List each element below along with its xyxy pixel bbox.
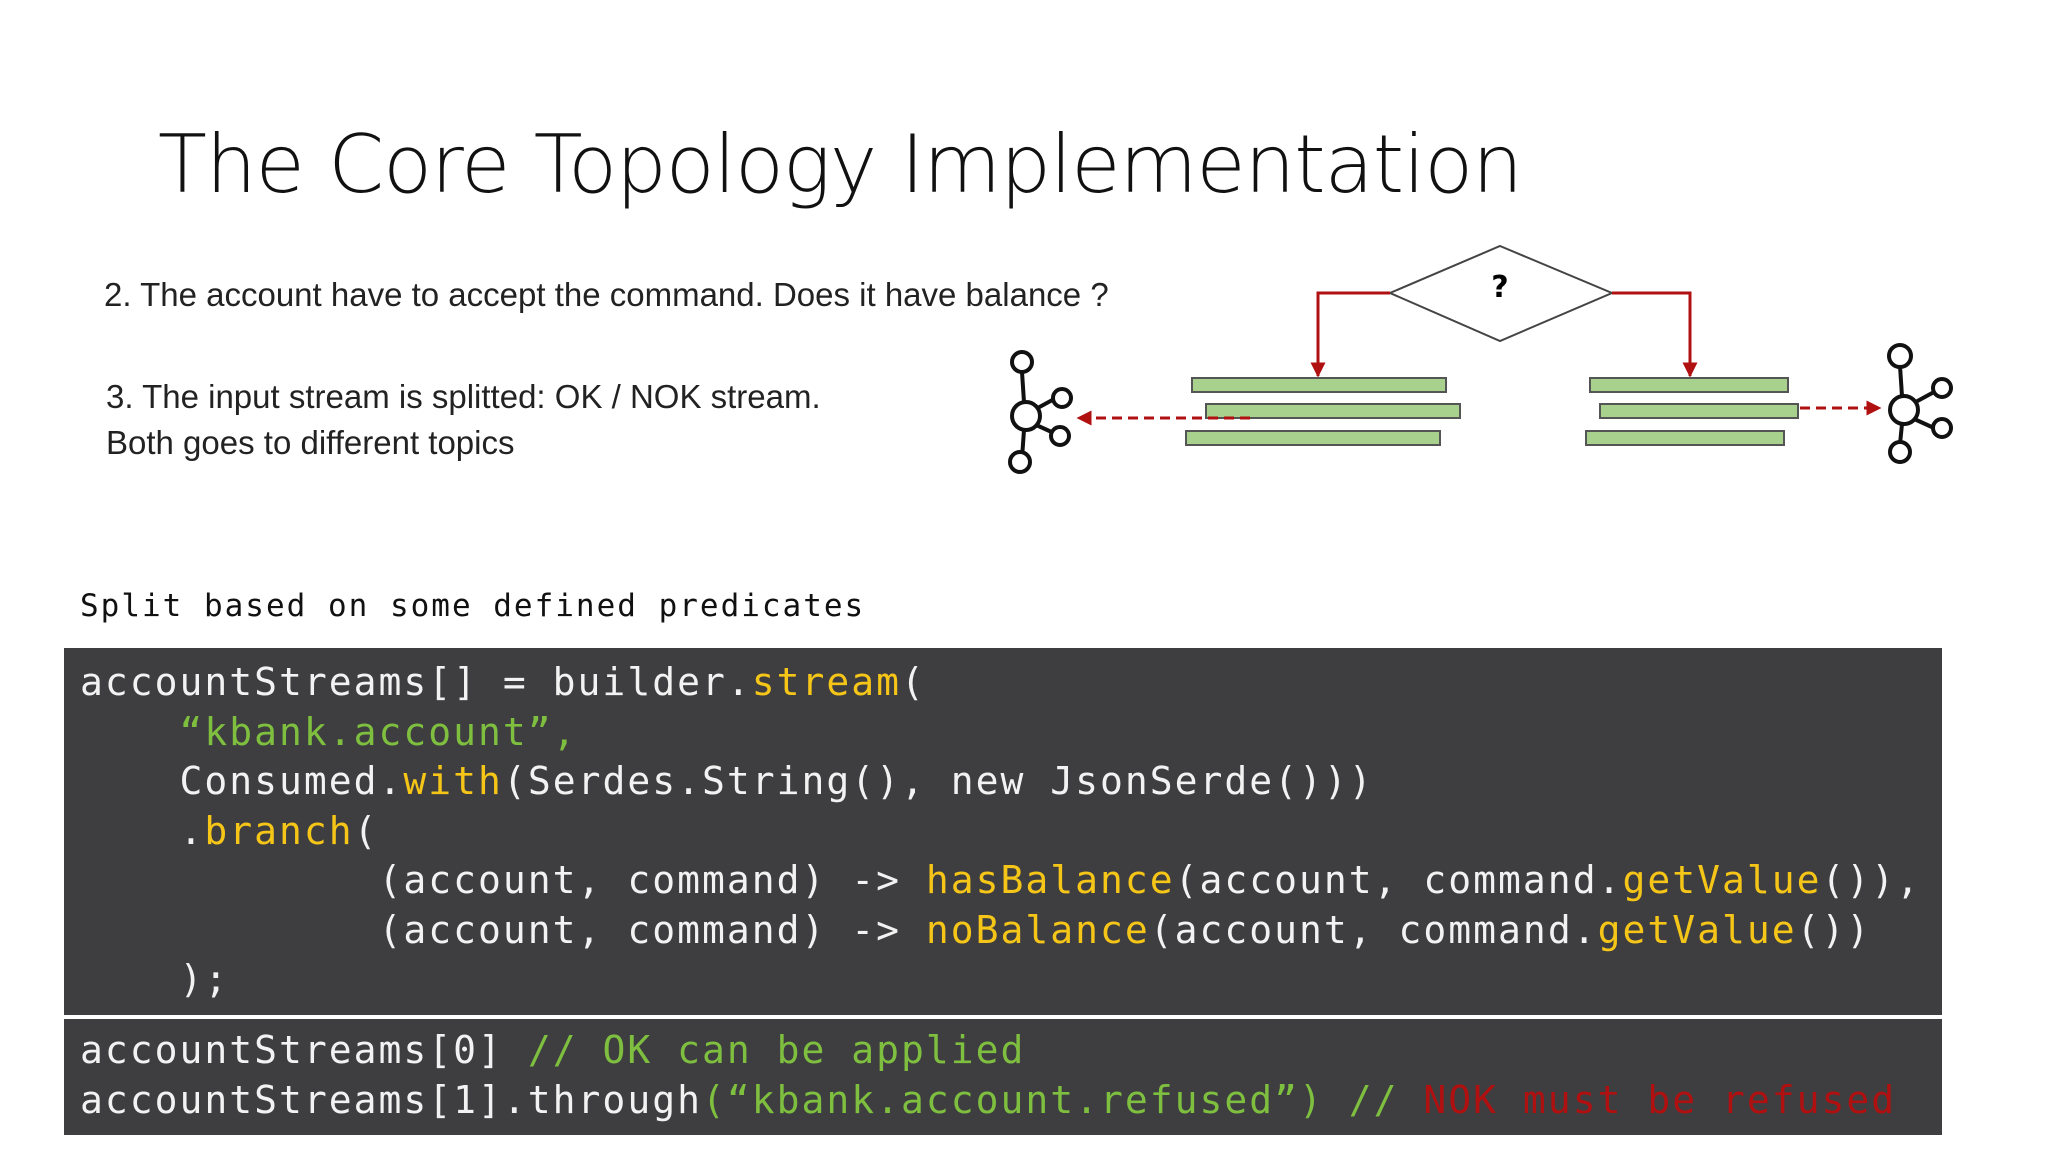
- branch-diagram: ?: [1008, 244, 1953, 474]
- code-token: .: [80, 808, 205, 853]
- point-3: 3. The input stream is splitted: OK / NO…: [106, 374, 821, 466]
- code-token: with: [403, 759, 503, 803]
- code-token: (account, command.: [1149, 907, 1598, 952]
- code-token: ()): [1796, 907, 1872, 952]
- code-line-9: accountStreams[1].through(“kbank.account…: [80, 1075, 1942, 1125]
- kafka-topic-icon-left: [1008, 350, 1073, 474]
- kafka-topic-icon-right: [1887, 343, 1953, 464]
- code-line-1: accountStreams[] = builder.stream(: [80, 658, 1942, 708]
- code-token: (account, command.: [1174, 858, 1623, 902]
- code-token: (account, command) ->: [80, 907, 926, 952]
- code-token: accountStreams[1].through: [80, 1078, 702, 1122]
- code-line-7: );: [80, 957, 230, 1001]
- split-label: Split based on some defined predicates: [80, 588, 866, 624]
- point-2: 2. The account have to accept the comman…: [104, 276, 1109, 313]
- code-comment: //: [1323, 1078, 1424, 1122]
- code-token: accountStreams[0]: [80, 1028, 528, 1072]
- point-3-line-2: Both goes to different topics: [106, 424, 515, 461]
- code-token: Consumed.: [80, 759, 404, 803]
- stream-bars-right: [1585, 377, 1799, 446]
- code-token: accountStreams[] = builder.: [80, 660, 752, 704]
- code-token: stream: [751, 660, 901, 704]
- code-line-8: accountStreams[0] // OK can be applied: [80, 1025, 1942, 1075]
- code-line-3: Consumed.with(Serdes.String(), new JsonS…: [80, 757, 1942, 807]
- code-line-6: (account, command) -> noBalance(account,…: [80, 906, 1942, 956]
- code-token: hasBalance: [925, 858, 1175, 902]
- code-comment: // OK can be applied: [527, 1028, 1026, 1072]
- page-title: The Core Topology Implementation: [158, 118, 1523, 211]
- code-token: [80, 710, 180, 754]
- code-token: (Serdes.String(), new JsonSerde())): [502, 759, 1374, 803]
- stream-bars-left: [1185, 377, 1461, 446]
- code-token: “kbank.account”,: [179, 709, 578, 754]
- code-token: (: [901, 660, 926, 704]
- code-token: (“kbank.account.refused”): [701, 1078, 1324, 1122]
- branch-arrow-right: [1612, 291, 1698, 378]
- code-token: (account, command) ->: [80, 858, 926, 902]
- code-token: getValue: [1597, 907, 1797, 952]
- code-line-2: “kbank.account”,: [80, 708, 1942, 758]
- code-token: ()),: [1821, 858, 1921, 902]
- code-block-branch: accountStreams[] = builder.stream( “kban…: [64, 648, 1942, 1015]
- branch-arrow-left: [1310, 291, 1390, 378]
- code-line-5: (account, command) -> hasBalance(account…: [80, 856, 1942, 906]
- point-3-line-1: 3. The input stream is splitted: OK / NO…: [106, 378, 821, 415]
- code-token: branch: [204, 808, 354, 853]
- decision-diamond: [1387, 244, 1615, 343]
- code-token: getValue: [1622, 858, 1822, 902]
- code-line-4: .branch(: [80, 807, 1942, 857]
- decision-label: ?: [1491, 270, 1508, 305]
- code-token: noBalance: [925, 907, 1150, 952]
- code-token: (: [353, 808, 379, 853]
- code-comment-alert: NOK must be refused: [1423, 1078, 1897, 1122]
